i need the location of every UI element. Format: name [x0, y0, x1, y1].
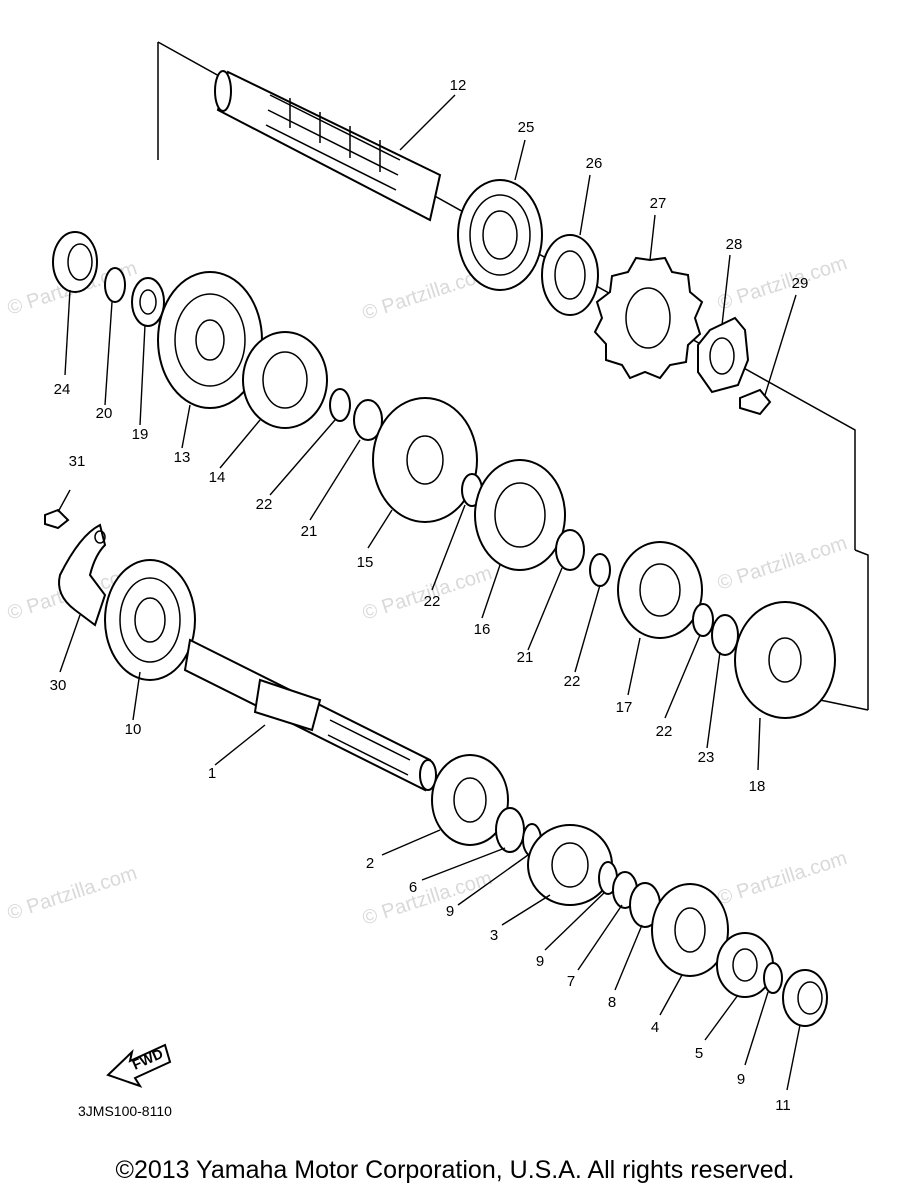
gear-13 — [157, 271, 263, 409]
callout-9: 9 — [737, 1071, 745, 1088]
callout-10: 10 — [125, 721, 142, 738]
callout-12: 12 — [450, 77, 467, 94]
needle-bearing-24 — [52, 231, 98, 293]
callout-19: 19 — [132, 426, 149, 443]
washer-21 — [353, 399, 383, 441]
callout-20: 20 — [96, 405, 113, 422]
circlip-22 — [329, 388, 351, 422]
callout-22: 22 — [656, 723, 673, 740]
callout-4: 4 — [651, 1019, 659, 1036]
washer-6 — [495, 807, 525, 853]
watermark: © Partzilla.com — [715, 252, 850, 315]
circlip-20 — [104, 267, 126, 303]
callout-22: 22 — [564, 673, 581, 690]
watermark: © Partzilla.com — [715, 847, 850, 910]
callout-28: 28 — [726, 236, 743, 253]
callout-17: 17 — [616, 699, 633, 716]
gear-2 — [431, 754, 509, 846]
callout-14: 14 — [209, 469, 226, 486]
screw-31 — [44, 508, 70, 530]
fwd-arrow-icon: FWD — [106, 1043, 172, 1088]
callout-3: 3 — [490, 927, 498, 944]
callout-24: 24 — [54, 381, 71, 398]
drive-axle-shaft — [214, 70, 442, 222]
gear-5 — [716, 932, 774, 998]
callout-6: 6 — [409, 879, 417, 896]
circlip-22 — [692, 603, 714, 637]
callout-21: 21 — [517, 649, 534, 666]
bolt-29 — [739, 388, 772, 416]
diagram-code: 3JMS100-8110 — [78, 1103, 172, 1119]
callout-26: 26 — [586, 155, 603, 172]
washer-19 — [131, 277, 165, 327]
circlip-22 — [589, 553, 611, 587]
gear-4 — [651, 883, 729, 977]
callout-31: 31 — [69, 453, 86, 470]
callout-5: 5 — [695, 1045, 703, 1062]
callout-7: 7 — [567, 973, 575, 990]
gear-3 — [527, 824, 613, 906]
lock-washer-28 — [697, 316, 750, 394]
callout-1: 1 — [208, 765, 216, 782]
gear-16 — [474, 459, 566, 571]
watermark: © Partzilla.com — [715, 532, 850, 595]
callout-2: 2 — [366, 855, 374, 872]
callout-13: 13 — [174, 449, 191, 466]
callout-27: 27 — [650, 195, 667, 212]
callout-25: 25 — [518, 119, 535, 136]
callout-22: 22 — [424, 593, 441, 610]
circlip-9 — [763, 962, 783, 994]
callout-30: 30 — [50, 677, 67, 694]
callout-21: 21 — [301, 523, 318, 540]
callout-16: 16 — [474, 621, 491, 638]
gear-17 — [617, 541, 703, 639]
callout-8: 8 — [608, 994, 616, 1011]
needle-bearing-11 — [782, 969, 828, 1027]
callout-18: 18 — [749, 778, 766, 795]
callout-15: 15 — [357, 554, 374, 571]
callout-23: 23 — [698, 749, 715, 766]
callouts: 12 25 26 27 28 29 24 20 19 13 14 22 21 1… — [50, 77, 809, 1114]
washer-23 — [711, 614, 739, 656]
watermark: © Partzilla.com — [360, 867, 495, 930]
main-axle-shaft — [183, 638, 437, 792]
leader-lines — [57, 94, 801, 1091]
bearing-retainer-30 — [58, 523, 107, 627]
gear-18 — [734, 601, 836, 719]
oil-seal-26 — [541, 234, 599, 316]
callout-9: 9 — [536, 953, 544, 970]
washer-21 — [555, 529, 585, 571]
copyright-notice: ©2013 Yamaha Motor Corporation, U.S.A. A… — [116, 1156, 795, 1184]
bearing-10 — [104, 559, 196, 681]
gear-14 — [242, 331, 328, 429]
watermark: © Partzilla.com — [5, 862, 140, 925]
drive-sprocket-27 — [593, 256, 704, 380]
bearing-25 — [457, 179, 543, 291]
callout-22: 22 — [256, 496, 273, 513]
callout-11: 11 — [775, 1097, 791, 1114]
upper-shaft-frame — [157, 41, 869, 711]
callout-29: 29 — [792, 275, 809, 292]
callout-9: 9 — [446, 903, 454, 920]
gear-15 — [372, 397, 478, 523]
